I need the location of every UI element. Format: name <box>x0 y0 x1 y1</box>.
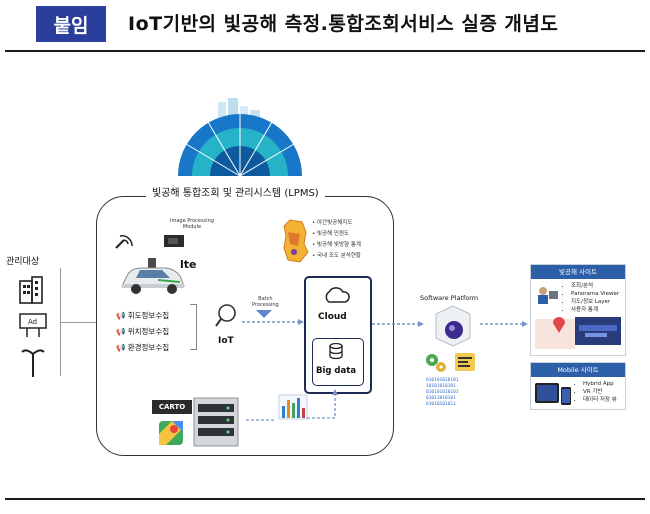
footer-rule <box>5 498 645 500</box>
dashboard-icon <box>455 353 475 371</box>
platform-to-sites-arrow <box>480 321 528 327</box>
carto-logo: CARTO <box>152 400 192 414</box>
collection-text: 휘도정보수집 <box>127 311 170 320</box>
lpms-title: 빛공해 통합조회 및 관리시스템 (LPMS) <box>146 184 325 199</box>
database-icon <box>329 342 343 360</box>
building-icon <box>19 276 43 304</box>
collection-text: 환경정보수집 <box>127 343 170 352</box>
user-at-computer-icon <box>535 285 559 305</box>
web-site-feature: 사용자 통계 <box>571 306 619 314</box>
page-title: IoT기반의 빛공해 측정.통합조회서비스 실증 개념도 <box>128 13 559 35</box>
map-legend-text: 국내 조도 분석현황 <box>317 253 361 259</box>
web-site-feature: Panorama Viewer <box>571 290 619 298</box>
magnifier-icon <box>215 304 236 327</box>
map-legend-text: 빛공해 빛방향 통계 <box>317 242 361 248</box>
iot-label: IoT <box>218 336 234 346</box>
image-module-device-icon <box>164 235 184 247</box>
binary-line: 01011010101 <box>426 396 456 401</box>
mobile-site-features: Hybrid App VR 기반 데이터 저장 뷰 <box>573 380 617 404</box>
mobile-site-feature: Hybrid App <box>583 380 617 388</box>
binary-line: 10101010101 <box>426 384 456 389</box>
batch-line2: Processing <box>252 302 279 308</box>
megaphone-icon: 📢 <box>116 327 126 336</box>
map-legend-item: • 빛공해 민원도 <box>312 231 350 237</box>
billboard-icon: Ad <box>19 313 47 337</box>
attachment-badge: 붙임 <box>36 6 106 42</box>
server-icon <box>193 397 239 447</box>
platform-cube-icon <box>435 305 471 347</box>
mobile-site-feature: 데이터 저장 뷰 <box>583 396 617 404</box>
mobile-site-panel: Mobile 사이트 Hybrid App VR 기반 데이터 저장 뷰 <box>530 362 626 410</box>
collection-text: 위치정보수집 <box>127 327 170 336</box>
lte-logo: lte <box>180 258 197 271</box>
binary-line: 010101010101 <box>426 378 459 383</box>
map-legend-item: • 빛공해 빛방향 통계 <box>312 242 361 248</box>
sensor-car-icon <box>121 258 185 294</box>
gears-icon <box>426 354 446 372</box>
collection-item: 📢 휘도정보수집 <box>116 308 169 324</box>
image-module-line1: Image Processing <box>170 218 214 224</box>
web-site-feature: 지도/정보 Layer <box>571 298 619 306</box>
system-to-platform-arrow <box>372 321 424 327</box>
binary-data: 010101010101 10101010101 010101010101 01… <box>426 378 459 408</box>
megaphone-icon: 📢 <box>116 343 126 352</box>
google-maps-icon <box>159 421 183 445</box>
cloud-icon <box>325 287 350 303</box>
data-chart-icon <box>278 394 308 420</box>
web-site-title: 빛공해 사이트 <box>531 265 625 279</box>
collection-item: 📢 위치정보수집 <box>116 324 169 340</box>
management-label: 관리대상 <box>6 257 40 267</box>
software-platform-label: Software Platform <box>420 294 479 302</box>
iot-to-cloud-arrow <box>242 319 304 325</box>
image-module-line2: Module <box>182 224 202 230</box>
streetlight-icon <box>21 349 45 377</box>
map-legend-item: • 국내 조도 분석현황 <box>312 253 361 259</box>
batch-line1: Batch <box>258 296 273 302</box>
tablet-phone-icon <box>535 383 571 405</box>
header-rule <box>5 50 645 52</box>
map-legend-item: • 야간빛공해지도 <box>312 220 353 226</box>
web-site-features: 조회/분석 Panorama Viewer 지도/정보 Layer 사용자 통계 <box>561 282 619 314</box>
image-module-label: Image Processing Module <box>170 218 214 230</box>
mobile-site-title: Mobile 사이트 <box>531 363 625 377</box>
bigdata-box <box>312 338 364 386</box>
map-legend: • 야간빛공해지도 • 빛공해 민원도 • 빛공해 빛방향 통계 • 국내 조도… <box>312 218 361 262</box>
left-connector <box>60 322 96 323</box>
web-site-feature: 조회/분석 <box>571 282 619 290</box>
megaphone-icon: 📢 <box>116 311 126 320</box>
web-site-panel: 빛공해 사이트 조회/분석 Panorama Viewer 지도/정보 Laye… <box>530 264 626 356</box>
svg-text:Ad: Ad <box>28 318 37 326</box>
cloud-box <box>304 276 372 394</box>
binary-line: 01010101011 <box>426 402 456 407</box>
web-map-screenshot <box>535 317 621 349</box>
chart-to-bigdata-arrow <box>307 389 338 419</box>
mobile-site-feature: VR 기반 <box>583 388 617 396</box>
binary-line: 010101010101 <box>426 390 459 395</box>
korea-map-icon <box>283 219 309 263</box>
smart-city-dome-icon <box>178 98 302 177</box>
server-to-chart-line <box>246 419 276 421</box>
collection-bracket <box>190 304 197 350</box>
map-legend-text: 빛공해 민원도 <box>317 231 350 237</box>
collection-list: 📢 휘도정보수집 📢 위치정보수집 📢 환경정보수집 <box>116 308 169 356</box>
cloud-label: Cloud <box>318 312 347 322</box>
batch-label: Batch Processing <box>252 296 279 308</box>
signal-icon <box>115 235 133 249</box>
bigdata-label: Big data <box>316 366 357 376</box>
funnel-icon <box>256 310 272 318</box>
map-legend-text: 야간빛공해지도 <box>317 220 353 226</box>
collection-item: 📢 환경정보수집 <box>116 340 169 356</box>
